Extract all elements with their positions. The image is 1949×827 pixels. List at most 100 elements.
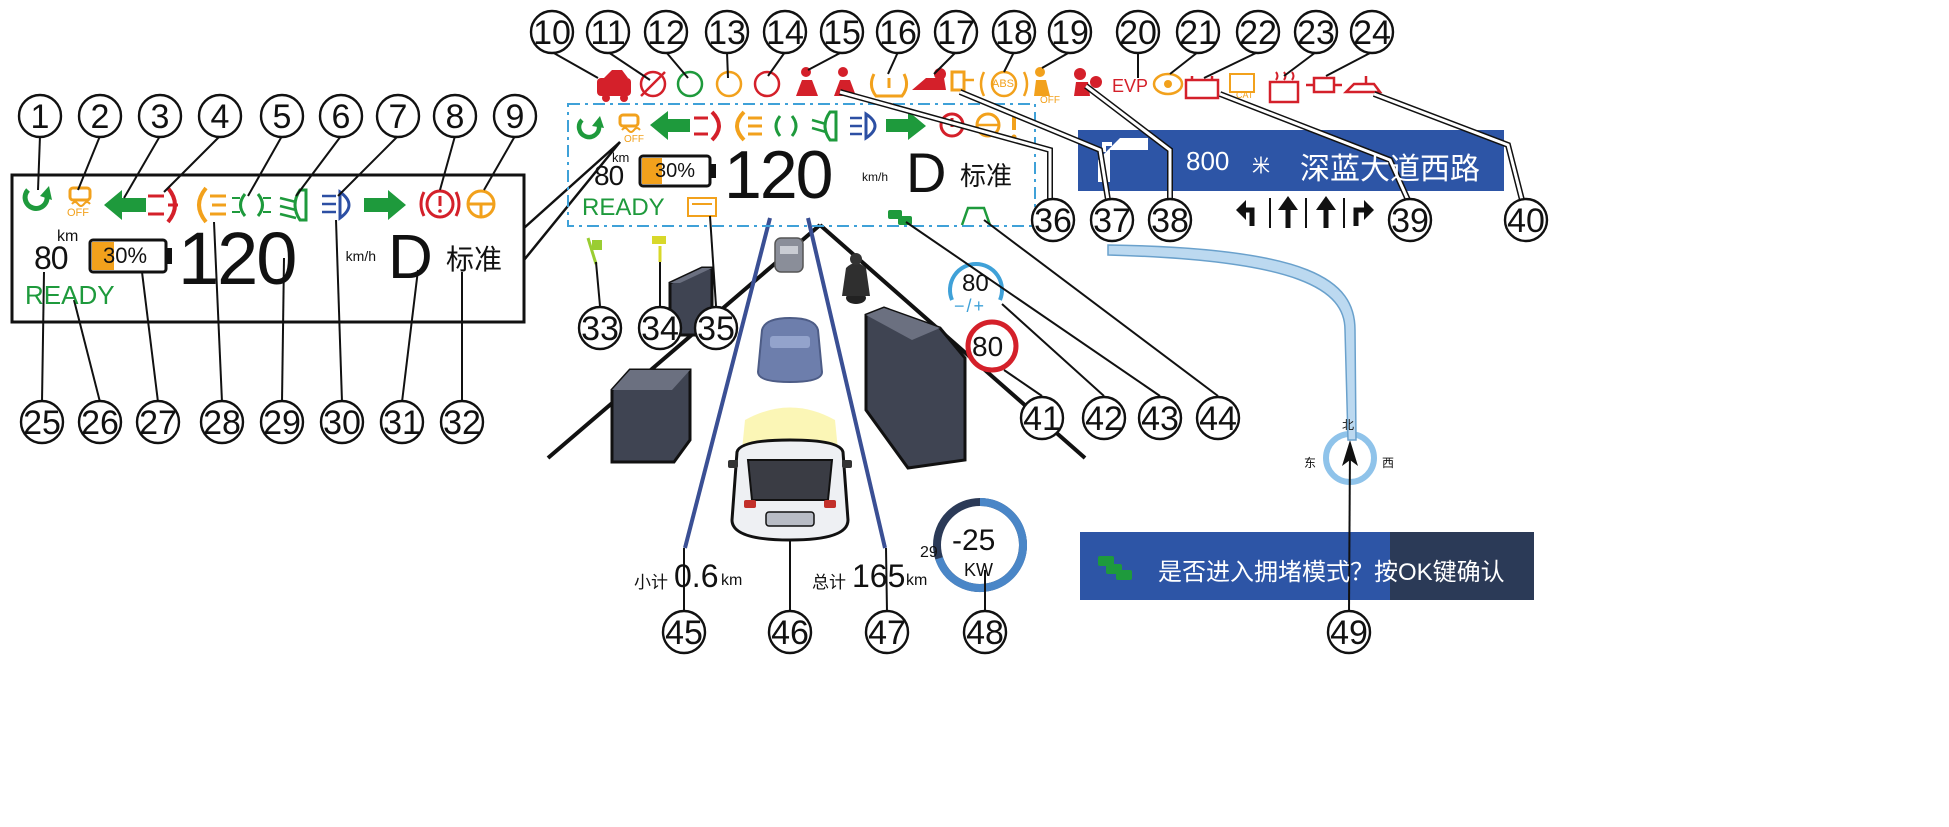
- callout-22: 22: [1235, 9, 1281, 55]
- callout-32: 32: [439, 399, 485, 445]
- callout-15: 15: [819, 9, 865, 55]
- callout-35: 35: [693, 305, 739, 351]
- callout-circle: [933, 9, 979, 55]
- callout-25: 25: [19, 399, 65, 445]
- coolant-temp-icon: [1152, 72, 1184, 96]
- leader-lines: [37, 51, 1525, 613]
- callout-circle: [585, 9, 631, 55]
- callout-circle: [1030, 197, 1076, 243]
- navigation-banner: [1078, 130, 1504, 191]
- dash-battery-percent: 30%: [655, 160, 696, 182]
- callout-number: 32: [443, 404, 481, 442]
- nav-distance-unit: 米: [1252, 156, 1270, 176]
- callout-circle: [19, 399, 65, 445]
- callout-circle: [199, 399, 245, 445]
- callout-circle: [1175, 9, 1221, 55]
- callout-number: 13: [708, 14, 746, 52]
- callout-29: 29: [259, 399, 305, 445]
- odo-label: 总计: [812, 573, 846, 592]
- power-side-value: 29: [920, 544, 938, 561]
- lane-assist-icon: [960, 206, 992, 226]
- esc-off-icon: [618, 113, 641, 133]
- callout-number: 37: [1093, 202, 1131, 240]
- lane-arrow-straight-icon: [1278, 196, 1298, 228]
- callout-38: 38: [1147, 197, 1193, 243]
- callout-number: 33: [581, 310, 619, 348]
- callout-number: 18: [995, 14, 1033, 52]
- battery-gauge-icon: [638, 154, 716, 188]
- callout-8: 8: [432, 93, 478, 139]
- turn-left-arrow-icon: [650, 111, 690, 140]
- motorcycle-icon: [842, 253, 870, 304]
- callout-circle: [1326, 609, 1372, 655]
- zoom-range-value: 80: [34, 240, 69, 276]
- nav-turn-icon: [1098, 138, 1148, 182]
- speed-limit-sign: [965, 319, 1019, 373]
- rear-fog-light-icon: [148, 186, 178, 224]
- callout-48: 48: [962, 609, 1008, 655]
- compass-north: 北: [1342, 418, 1355, 432]
- callout-number: 19: [1051, 14, 1089, 52]
- callout-circle: [77, 399, 123, 445]
- high-voltage-fault-icon: [1306, 76, 1342, 94]
- callout-number: 44: [1199, 400, 1237, 438]
- lane-arrow-straight-icon: [1316, 196, 1336, 228]
- congestion-prompt-box: [1080, 532, 1534, 600]
- callout-number: 23: [1297, 14, 1335, 52]
- turn-right-arrow-icon: [364, 190, 406, 220]
- callout-number: 4: [211, 98, 230, 136]
- car-far: [774, 237, 804, 273]
- zoomed-icons-row: [22, 186, 496, 274]
- callout-14: 14: [762, 9, 808, 55]
- callout-circle: [1235, 9, 1281, 55]
- abs-label: ABS: [992, 78, 1015, 90]
- callout-circle: [864, 609, 910, 655]
- dash-speed: 120: [724, 137, 833, 213]
- epb-fault-icon: [715, 70, 743, 98]
- odo-unit: km: [906, 572, 928, 589]
- airbag-off-icon: [1034, 67, 1050, 96]
- callout-number: 5: [273, 98, 292, 136]
- callout-5: 5: [259, 93, 305, 139]
- callout-49: 49: [1326, 609, 1372, 655]
- callout-circle: [492, 93, 538, 139]
- callout-40: 40: [1503, 197, 1549, 243]
- callout-47: 47: [864, 609, 910, 655]
- zoom-drive-mode: 标准: [446, 244, 503, 275]
- callout-10: 10: [529, 9, 575, 55]
- callout-circle: [1115, 9, 1161, 55]
- callout-circle: [1503, 197, 1549, 243]
- callout-number: 34: [641, 310, 679, 348]
- top-warning-icons: [597, 67, 1383, 104]
- callout-number: 26: [81, 404, 119, 442]
- callout-number: 29: [263, 404, 301, 442]
- traffic-jam-icon: [1098, 556, 1132, 580]
- callout-circle: [319, 399, 365, 445]
- cruise-speed-sign: [948, 262, 1004, 301]
- callout-13: 13: [704, 9, 750, 55]
- callout-circle: [375, 93, 421, 139]
- callout-number: 20: [1119, 14, 1157, 52]
- truck-left-near: [610, 368, 692, 464]
- seatbelt-icon: [796, 67, 818, 96]
- callout-number: 48: [966, 614, 1004, 652]
- turn-right-arrow-icon: [886, 111, 926, 140]
- nav-road-name: 深蓝大道西路: [1300, 153, 1480, 186]
- callout-41: 41: [1019, 395, 1065, 441]
- callout-number: 6: [332, 98, 351, 136]
- callout-3: 3: [137, 93, 183, 139]
- parking-brake-icon: [753, 70, 781, 98]
- callout-12: 12: [643, 9, 689, 55]
- callout-number: 1: [31, 98, 50, 136]
- dash-ready: READY: [582, 194, 665, 221]
- callout-34: 34: [637, 305, 683, 351]
- low-beam-icon: [811, 110, 838, 142]
- callout-20: 20: [1115, 9, 1161, 55]
- callout-circle: [637, 305, 683, 351]
- airbag-off-label: 2 OFF: [1040, 85, 1060, 106]
- zoom-ready: READY: [25, 280, 115, 310]
- callout-2: 2: [77, 93, 123, 139]
- motor-fault-icon: [912, 68, 946, 90]
- callout-number: 2: [91, 98, 110, 136]
